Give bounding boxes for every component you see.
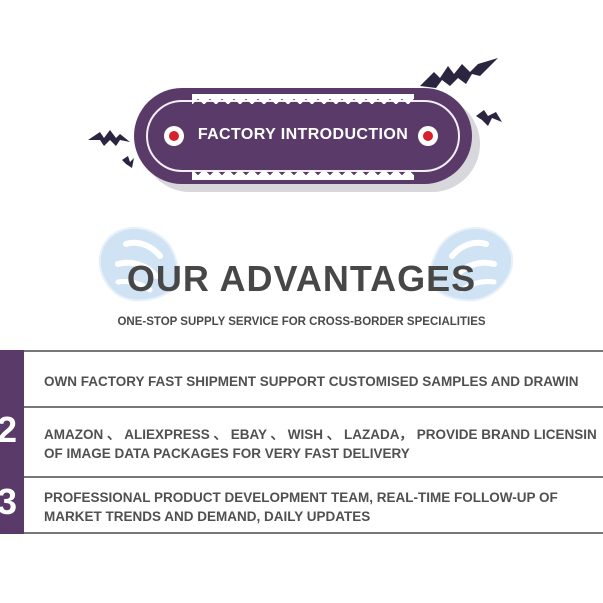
advantages-subtitle: ONE-STOP SUPPLY SERVICE FOR CROSS-BORDER… <box>117 316 486 328</box>
factory-intro-badge <box>134 88 472 184</box>
bat-icon <box>88 130 134 168</box>
list-item-line: OWN FACTORY FAST SHIPMENT SUPPORT CUSTOM… <box>44 374 579 389</box>
badge-title: FACTORY INTRODUCTION <box>197 126 409 143</box>
eye-icon <box>418 126 438 146</box>
row-divider <box>24 476 603 478</box>
badge-teeth-bottom <box>192 170 414 180</box>
list-side-bar: 1 2 3 <box>0 350 24 534</box>
advantages-title: OUR ADVANTAGES <box>126 258 477 299</box>
row-divider <box>24 532 603 534</box>
wing-icon <box>428 227 514 302</box>
list-number: 2 <box>0 409 18 450</box>
list-item-line: PROFESSIONAL PRODUCT DEVELOPMENT TEAM, R… <box>44 490 558 505</box>
list-item-line: MARKET TRENDS AND DEMAND, DAILY UPDATES <box>44 509 371 524</box>
wing-icon <box>98 227 180 302</box>
list-item-line: AMAZON 、 ALIEXPRESS 、 EBAY 、 WISH 、 LAZA… <box>44 427 597 442</box>
list-item-line: OF IMAGE DATA PACKAGES FOR VERY FAST DEL… <box>44 446 410 461</box>
eye-icon <box>164 126 184 146</box>
list-number: 3 <box>0 481 18 522</box>
bat-icon <box>420 58 502 126</box>
badge-teeth-top <box>192 94 414 104</box>
row-divider <box>24 406 603 408</box>
row-divider <box>24 350 603 352</box>
